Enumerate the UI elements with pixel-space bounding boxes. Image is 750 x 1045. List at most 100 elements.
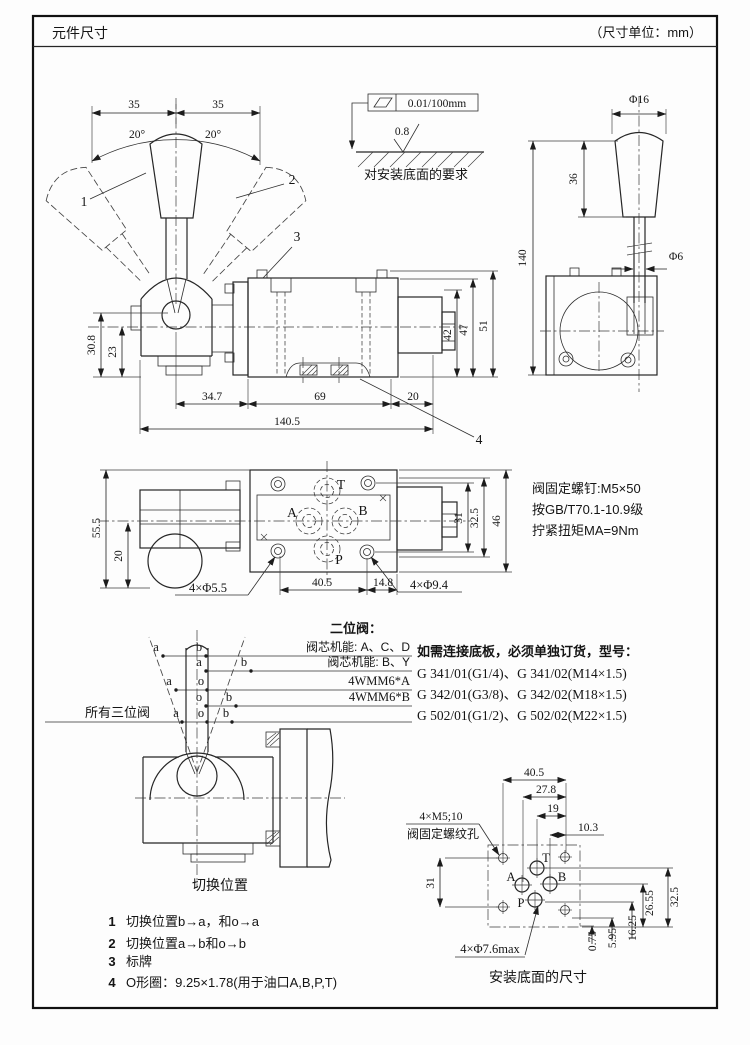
surface-requirement-inset: 0.01/100mm 0.8 对安装底面的要求 [348, 93, 484, 182]
valve-top-view: A T B P 55.5 20 40.5 14.8 [91, 461, 512, 596]
marker-r5-b: b [223, 706, 229, 720]
screw-note-line3: 拧紧扭矩MA=9Nm [532, 523, 639, 538]
three-position-label: 所有三位阀 [85, 705, 150, 720]
surface-caption: 对安装底面的要求 [364, 167, 468, 182]
note-1-num: 1 [108, 914, 115, 929]
dim-31-top: 31 [453, 512, 465, 524]
mount-port-b-label: B [558, 870, 566, 884]
dim-55-5: 55.5 [91, 518, 103, 538]
dim-34-7: 34.7 [202, 391, 222, 403]
port-a-label: A [287, 505, 297, 520]
mount-port-a-label: A [506, 870, 515, 884]
row2-label: 阀芯机能: B、Y [327, 655, 410, 669]
callout-2: 2 [289, 172, 296, 187]
port-b-label: B [358, 503, 367, 518]
marker-r2-a: a [196, 655, 202, 669]
dim-20: 20 [407, 391, 419, 403]
dim-36: 36 [568, 173, 580, 185]
order-note-head: 如需连接底板，必须单独订货，型号： [417, 644, 638, 659]
dim-14-8: 14.8 [373, 577, 393, 589]
note-1-text: 切换位置b→a，和o→a [126, 914, 260, 929]
order-note-line3: G 502/01(G1/2)、G 502/02(M22×1.5) [417, 708, 627, 723]
callout-4: 4 [476, 432, 483, 447]
row3-label: 4WMM6*A [348, 674, 410, 688]
screw-note-line2: 按GB/T70.1-10.9级 [532, 502, 643, 517]
dim-51: 51 [478, 320, 490, 332]
order-note-line2: G 342/01(G3/8)、G 342/02(M18×1.5) [417, 687, 627, 702]
row4-label: 4WMM6*B [349, 690, 410, 704]
dim-140: 140 [517, 249, 529, 267]
switch-position-caption: 切换位置 [192, 877, 248, 893]
marker-r2-b: b [241, 655, 247, 669]
page-title: 元件尺寸 [52, 25, 108, 41]
order-note-line1: G 341/01(G1/4)、G 341/02(M14×1.5) [417, 666, 627, 681]
lever-fan-view: 35 35 20° 20° 1 2 3 [45, 98, 307, 305]
callout-3: 3 [294, 229, 301, 244]
dim-42: 42 [442, 329, 454, 341]
thread-holes-label: 4×M5;10 [420, 811, 463, 823]
note-4-num: 4 [108, 975, 116, 990]
dim-20-top: 20 [113, 550, 125, 562]
dim-140-5: 140.5 [274, 416, 300, 428]
dim-23: 23 [107, 346, 119, 358]
angle-20-right: 20° [205, 129, 222, 141]
holes-4xphi7-6-label: 4×Φ7.6max [460, 942, 520, 956]
two-position-title: 二位阀： [330, 621, 382, 636]
dim-10-3: 10.3 [578, 822, 598, 834]
dim-26-55: 26.55 [644, 890, 656, 916]
note-4-text: O形圈：9.25×1.78(用于油口A,B,P,T) [126, 975, 337, 990]
dim-30-8: 30.8 [86, 335, 98, 355]
note-3-num: 3 [108, 954, 115, 969]
dim-27-8: 27.8 [536, 784, 556, 796]
mount-port-t-label: T [542, 851, 550, 865]
marker-r3-o: o [198, 674, 204, 688]
port-t-label: T [337, 477, 346, 492]
numbered-notes: 1 切换位置b→a，和o→a 2 切换位置a→b和o→b 3 标牌 4 O形圈：… [108, 914, 337, 990]
dim-32-5-mount: 32.5 [669, 887, 681, 907]
dim-19: 19 [547, 803, 559, 815]
subplate-order-note: 如需连接底板，必须单独订货，型号： G 341/01(G1/4)、G 341/0… [417, 644, 638, 723]
marker-r4-b: b [226, 690, 232, 704]
sheet-frame: 元件尺寸 （尺寸单位：mm） [31, 14, 719, 1010]
valve-side-view: 30.8 23 34.7 69 20 140.5 42 47 51 4 [86, 269, 498, 447]
marker-r4-o: o [196, 690, 202, 704]
unit-note: （尺寸单位：mm） [589, 25, 702, 40]
mounting-face-caption: 安装底面的尺寸 [489, 969, 587, 985]
screw-note: 阀固定螺钉:M5×50 按GB/T70.1-10.9级 拧紧扭矩MA=9Nm [532, 481, 643, 538]
angle-20-left: 20° [129, 129, 146, 141]
dim-69: 69 [314, 391, 326, 403]
holes-4xphi5-5-label: 4×Φ5.5 [189, 581, 227, 595]
dim-40-5-mount: 40.5 [524, 767, 544, 779]
dim-5-95: 5.95 [607, 928, 619, 948]
dim-35-left: 35 [128, 99, 140, 111]
dim-47: 47 [458, 324, 470, 336]
dim-phi6: Φ6 [669, 251, 683, 263]
screw-note-line1: 阀固定螺钉:M5×50 [532, 481, 641, 496]
marker-r1-b: b [196, 640, 202, 654]
dim-46: 46 [491, 515, 503, 527]
dim-32-5-top: 32.5 [469, 508, 481, 528]
callout-1: 1 [81, 194, 88, 209]
holes-4xphi9-4-label: 4×Φ9.4 [410, 578, 449, 592]
thread-holes-label2: 阀固定螺纹孔 [407, 826, 479, 841]
row1-label: 阀芯机能: A、C、D [306, 640, 410, 654]
dim-35-right: 35 [212, 99, 224, 111]
handle-side-view: Φ16 Φ6 36 140 [517, 94, 683, 392]
flatness-value: 0.01/100mm [408, 98, 467, 110]
two-position-section: 二位阀： a b 阀芯机能: A、C、D a b 阀芯机能: B、Y a o 4… [45, 621, 412, 893]
note-3-text: 标牌 [126, 954, 152, 969]
marker-r3-a: a [166, 674, 172, 688]
dim-16-25: 16.25 [627, 915, 639, 941]
mount-port-p-label: P [518, 896, 525, 910]
dim-40-5-top: 40.5 [312, 577, 332, 589]
mounting-face-view: 40.5 27.8 19 10.3 T A B P 4×M5;10 阀固定螺纹孔… [406, 767, 681, 985]
dim-0-75: 0.75 [587, 931, 599, 951]
marker-r1-a: a [153, 640, 159, 654]
dim-31-mount: 31 [425, 877, 437, 889]
marker-r5-o: o [198, 706, 204, 720]
note-2-text: 切换位置a→b和o→b [126, 936, 246, 951]
note-2-num: 2 [108, 936, 115, 951]
port-p-label: P [335, 552, 343, 567]
